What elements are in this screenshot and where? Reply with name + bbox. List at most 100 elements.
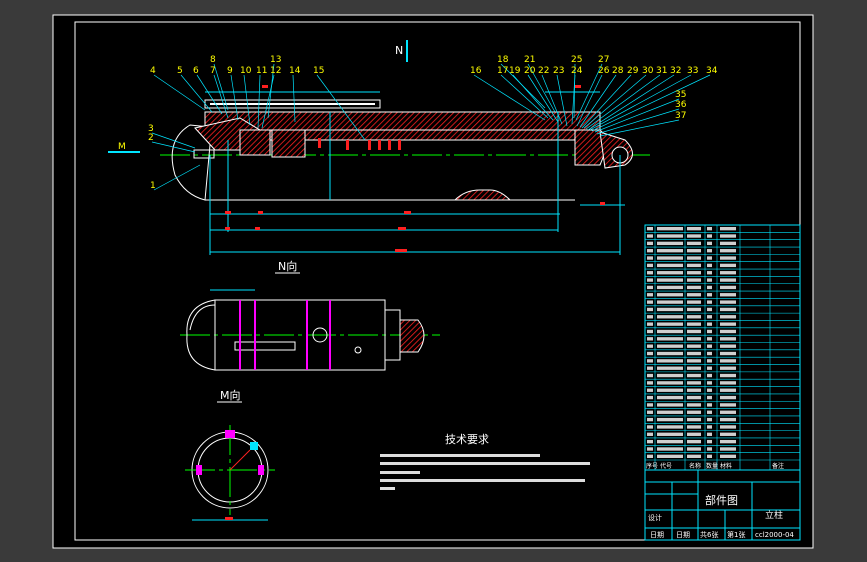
table-cell-text [687, 410, 701, 414]
part-number-label: 32 [670, 66, 681, 76]
table-cell-text [687, 366, 701, 370]
table-cell-text [707, 351, 712, 356]
date-label-1: 日期 [650, 531, 664, 539]
part-number-label: 30 [642, 66, 654, 76]
table-cell-text [687, 278, 701, 282]
table-cell-text [657, 359, 683, 363]
part-number-label: 11 [256, 66, 267, 76]
leader-line [556, 74, 568, 127]
table-cell-text [707, 447, 712, 451]
table-cell-text [657, 241, 683, 246]
table-cell-text [707, 410, 712, 414]
leader-line [527, 74, 559, 123]
table-cell-text [707, 359, 712, 363]
part-number-label: 15 [313, 66, 324, 76]
part-number-label: 35 [675, 90, 686, 100]
table-cell-text [707, 300, 712, 304]
table-cell-text [707, 322, 712, 326]
part-number-label: 26 [598, 66, 610, 76]
leader-line [500, 74, 549, 119]
table-cell-text [687, 293, 701, 297]
table-cell-text [707, 271, 712, 275]
table-cell-text [720, 439, 736, 444]
table-cell-text [687, 439, 701, 444]
leader-line [599, 119, 680, 137]
table-cell-text [647, 381, 653, 385]
table-cell-text [687, 403, 701, 407]
leader-line [594, 98, 680, 133]
table-cell-text [647, 278, 653, 282]
table-cell-text [657, 307, 683, 312]
view-n-title: N向 [278, 259, 297, 273]
table-cell-text [720, 307, 736, 312]
table-cell-text [687, 454, 701, 458]
part-number-label: 9 [227, 66, 233, 76]
table-cell-text [707, 329, 712, 334]
part-number-label: 37 [675, 111, 686, 121]
table-cell-text [657, 256, 683, 260]
table-header-cell: 数量 [706, 462, 718, 470]
table-cell-text [707, 381, 712, 385]
table-cell-text [657, 278, 683, 282]
table-cell-text [687, 417, 701, 422]
table-cell-text [720, 425, 736, 429]
table-cell-text [687, 271, 701, 275]
table-cell-text [687, 425, 701, 429]
table-cell-text [720, 234, 736, 238]
table-cell-text [657, 263, 683, 268]
part-number-label: 29 [627, 66, 639, 76]
table-header-cell: 备注 [772, 462, 784, 470]
table-cell-text [687, 344, 701, 348]
table-cell-text [657, 417, 683, 422]
table-cell-text [720, 249, 736, 253]
table-cell-text [687, 285, 701, 290]
table-cell-text [687, 351, 701, 356]
table-cell-text [687, 447, 701, 451]
table-cell-text [647, 293, 653, 297]
part-number-label: 12 [270, 66, 281, 76]
table-cell-text [647, 432, 653, 436]
table-cell-text [707, 234, 712, 238]
table-cell-text [657, 234, 683, 238]
table-cell-text [720, 410, 736, 414]
leader-line [591, 74, 711, 132]
view-m: M向 [185, 388, 275, 521]
table-cell-text [687, 337, 701, 341]
table-cell-text [687, 315, 701, 319]
table-cell-text [707, 432, 712, 436]
part-number-label: 6 [193, 66, 199, 76]
leader-line [575, 63, 603, 121]
table-cell-text [707, 241, 712, 246]
table-cell-text [687, 322, 701, 326]
leader-line [153, 164, 201, 191]
table-cell-text [647, 344, 653, 348]
table-cell-text [707, 307, 712, 312]
part-number-label: 23 [553, 66, 564, 76]
table-cell-text [687, 395, 701, 400]
part-number-label: 1 [150, 181, 156, 191]
part-number-label: 20 [524, 66, 536, 76]
part-number-label: 28 [612, 66, 624, 76]
table-cell-text [707, 454, 712, 458]
table-cell-text [657, 315, 683, 319]
table-cell-text [647, 263, 653, 268]
table-cell-text [687, 388, 701, 392]
table-cell-text [687, 249, 701, 253]
leader-line [257, 74, 261, 129]
table-header-cell: 序号 [646, 462, 658, 470]
leader-line [243, 74, 251, 126]
table-cell-text [657, 351, 683, 356]
part-number-label: 2 [148, 133, 154, 143]
table-cell-text [647, 439, 653, 444]
part-number-label: 17 [497, 66, 508, 76]
table-cell-text [687, 263, 701, 268]
drawing-code: ccl2000-04 [755, 531, 794, 539]
table-cell-text [707, 337, 712, 341]
table-cell-text [707, 285, 712, 290]
table-cell-text [720, 388, 736, 392]
table-cell-text [720, 447, 736, 451]
table-cell-text [647, 271, 653, 275]
table-cell-text [720, 300, 736, 304]
m-label: M [118, 142, 126, 152]
